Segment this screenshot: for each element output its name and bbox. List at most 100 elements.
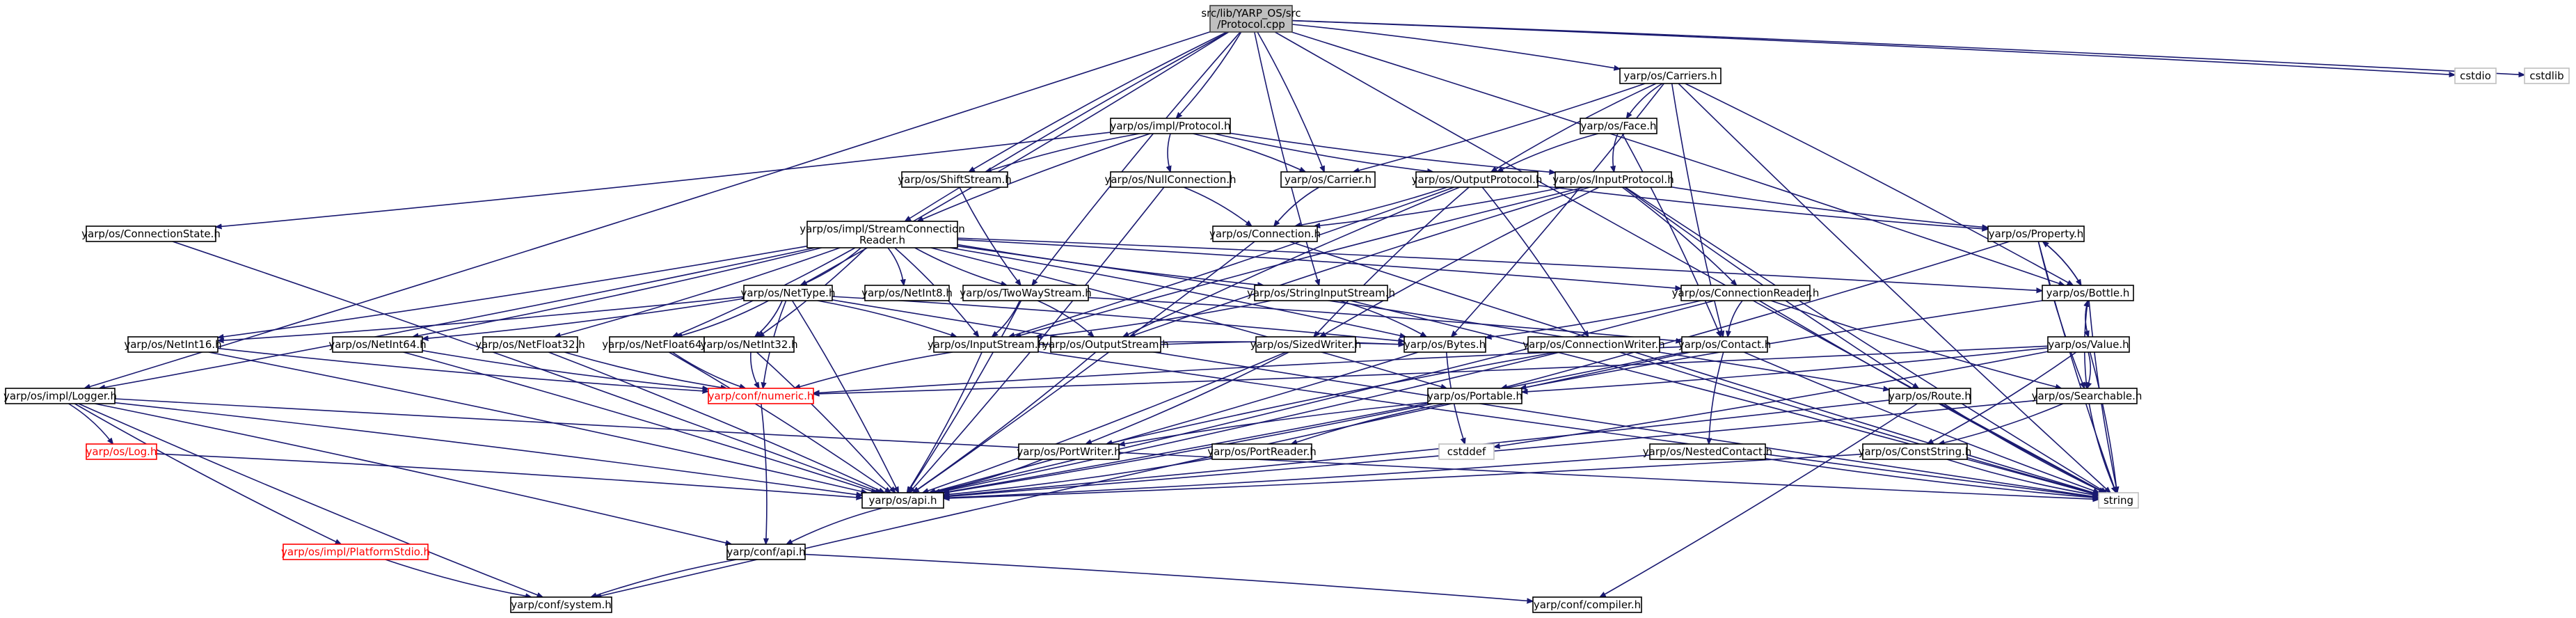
node-face[interactable]: yarp/os/Face.h — [1580, 118, 1657, 134]
node-conststring[interactable]: yarp/os/ConstString.h — [1859, 443, 1972, 460]
node-box — [2047, 336, 2130, 353]
node-nestedcontact[interactable]: yarp/os/NestedContact.h — [1643, 443, 1772, 460]
edge-streamconnreader-to-netfloat32 — [555, 247, 841, 337]
edge-confapi-to-system — [591, 559, 737, 597]
node-confapi[interactable]: yarp/conf/api.h — [726, 544, 806, 560]
node-box — [1555, 171, 1672, 188]
node-box — [1862, 443, 1968, 460]
node-inputprotocol[interactable]: yarp/os/InputProtocol.h — [1552, 171, 1674, 188]
node-route[interactable]: yarp/os/Route.h — [1889, 388, 1971, 404]
edge-streamconnreader-to-nettype — [800, 247, 861, 286]
node-netint32[interactable]: yarp/os/NetInt32.h — [700, 336, 798, 353]
node-sizedwriter[interactable]: yarp/os/SizedWriter.h — [1250, 336, 1362, 353]
nodes-layer: src/lib/YARP_OS/src/Protocol.cpp yarp/os/… — [3, 5, 2570, 613]
node-label: yarp/conf/api.h — [726, 546, 805, 558]
edge-contact-to-nestedcontact — [1709, 351, 1724, 444]
node-stringinputstream[interactable]: yarp/os/StringInputStream.h — [1247, 285, 1395, 301]
node-box — [1438, 443, 1495, 460]
node-box — [1681, 336, 1768, 353]
node-box — [1211, 443, 1312, 460]
node-connwriter[interactable]: yarp/os/ConnectionWriter.h — [1522, 336, 1665, 353]
node-logger[interactable]: yarp/os/impl/Logger.h — [3, 388, 117, 404]
node-netint8[interactable]: yarp/os/NetInt8.h — [861, 285, 953, 301]
edge-streamconnreader-to-stringinputstream — [957, 244, 1264, 285]
node-cstdio[interactable]: cstdio — [2454, 68, 2497, 84]
edge-inputprotocol-to-sizedwriter — [1320, 187, 1600, 337]
node-box — [1527, 336, 1660, 353]
edge-outputprotocol-to-outputstream — [1123, 187, 1461, 338]
node-property[interactable]: yarp/os/Property.h — [1987, 225, 2085, 242]
node-netfloat32[interactable]: yarp/os/NetFloat32.h — [475, 336, 585, 353]
node-netint64[interactable]: yarp/os/NetInt64.h — [328, 336, 427, 353]
edge-carriers-to-contact — [1671, 83, 1724, 337]
edge-outputprotocol-to-connwriter — [1481, 187, 1588, 337]
node-shiftstream[interactable]: yarp/os/ShiftStream.h — [898, 171, 1012, 188]
node-value[interactable]: yarp/os/Value.h — [2047, 336, 2130, 353]
edge-twowaystream-to-api — [907, 300, 1022, 493]
edge-value-to-conststring — [1927, 351, 2077, 444]
node-cstdlib[interactable]: cstdlib — [2524, 68, 2570, 84]
node-carriers[interactable]: yarp/os/Carriers.h — [1619, 68, 1722, 84]
edge-connwriter-to-api — [937, 351, 1560, 493]
node-numeric[interactable]: yarp/conf/numeric.h — [708, 388, 814, 404]
edge-root-to-twowaystream — [1032, 31, 1241, 285]
node-inputstream[interactable]: yarp/os/InputStream.h — [928, 336, 1044, 353]
edge-connreader-to-api — [934, 300, 1715, 493]
node-bytes[interactable]: yarp/os/Bytes.h — [1404, 336, 1486, 353]
node-system[interactable]: yarp/conf/system.h — [510, 596, 612, 613]
edge-nettype-to-bytes — [832, 296, 1404, 341]
node-netint16[interactable]: yarp/os/NetInt16.h — [124, 336, 222, 353]
node-outputprotocol[interactable]: yarp/os/OutputProtocol.h — [1412, 171, 1543, 188]
edge-netint64-to-api — [403, 351, 877, 493]
node-carrier[interactable]: yarp/os/Carrier.h — [1280, 171, 1376, 188]
node-connstate[interactable]: yarp/os/ConnectionState.h — [81, 225, 221, 242]
node-portreader[interactable]: yarp/os/PortReader.h — [1207, 443, 1317, 460]
edge-connwriter-to-string — [1619, 351, 2099, 495]
edge-outputprotocol-to-property — [1537, 184, 1988, 230]
node-box — [743, 285, 833, 301]
node-bottle[interactable]: yarp/os/Bottle.h — [2042, 285, 2134, 301]
edge-root-to-stringinputstream — [1254, 31, 1319, 285]
node-string[interactable]: string — [2098, 492, 2139, 509]
node-compiler[interactable]: yarp/conf/compiler.h — [1532, 596, 1642, 613]
node-label: yarp/os/impl/PlatformStdio.h — [281, 546, 430, 558]
node-label: yarp/os/impl/Protocol.h — [1110, 120, 1230, 132]
node-portwriter[interactable]: yarp/os/PortWriter.h — [1017, 443, 1121, 460]
node-label: string — [2104, 494, 2133, 507]
node-searchable[interactable]: yarp/os/Searchable.h — [2032, 388, 2142, 404]
node-connection[interactable]: yarp/os/Connection.h — [1209, 225, 1321, 242]
node-cstddef[interactable]: cstddef — [1438, 443, 1495, 460]
node-log[interactable]: yarp/os/Log.h — [86, 443, 157, 460]
edge-conststring-to-api — [944, 453, 1863, 499]
node-box — [1255, 336, 1356, 353]
node-root[interactable]: src/lib/YARP_OS/src/Protocol.cpp — [1201, 5, 1301, 33]
node-box — [1050, 336, 1161, 353]
edge-logger-to-confapi — [95, 403, 731, 544]
edge-implprotocol-to-nullconn — [1168, 133, 1170, 172]
edge-streamconnreader-to-bottle — [957, 237, 2042, 291]
node-contact[interactable]: yarp/os/Contact.h — [1678, 336, 1772, 353]
node-implprotocol[interactable]: yarp/os/impl/Protocol.h — [1110, 118, 1231, 134]
node-label: yarp/os/Value.h — [2048, 338, 2129, 351]
node-box — [708, 388, 814, 404]
edge-carriers-to-outputprotocol — [1491, 83, 1657, 172]
node-nettype[interactable]: yarp/os/NetType.h — [741, 285, 836, 301]
edge-netint16-to-numeric — [217, 347, 708, 392]
node-api[interactable]: yarp/os/api.h — [861, 492, 944, 509]
node-box — [5, 388, 116, 404]
node-twowaystream[interactable]: yarp/os/TwoWayStream.h — [960, 285, 1092, 301]
node-connreader[interactable]: yarp/os/ConnectionReader.h — [1672, 285, 1820, 301]
node-box — [1212, 225, 1318, 242]
node-outputstream[interactable]: yarp/os/OutputStream.h — [1042, 336, 1169, 353]
edge-nullconn-to-connection — [1183, 187, 1252, 226]
node-portable[interactable]: yarp/os/Portable.h — [1427, 388, 1522, 404]
node-platformstdio[interactable]: yarp/os/impl/PlatformStdio.h — [281, 544, 430, 560]
node-box — [2524, 68, 2570, 84]
node-nullconn[interactable]: yarp/os/NullConnection.h — [1104, 171, 1237, 188]
node-label: yarp/os/Portable.h — [1427, 390, 1522, 402]
node-netfloat64[interactable]: yarp/os/NetFloat64.h — [602, 336, 712, 353]
node-box — [1532, 596, 1642, 613]
edge-nettype-to-api — [791, 300, 899, 493]
